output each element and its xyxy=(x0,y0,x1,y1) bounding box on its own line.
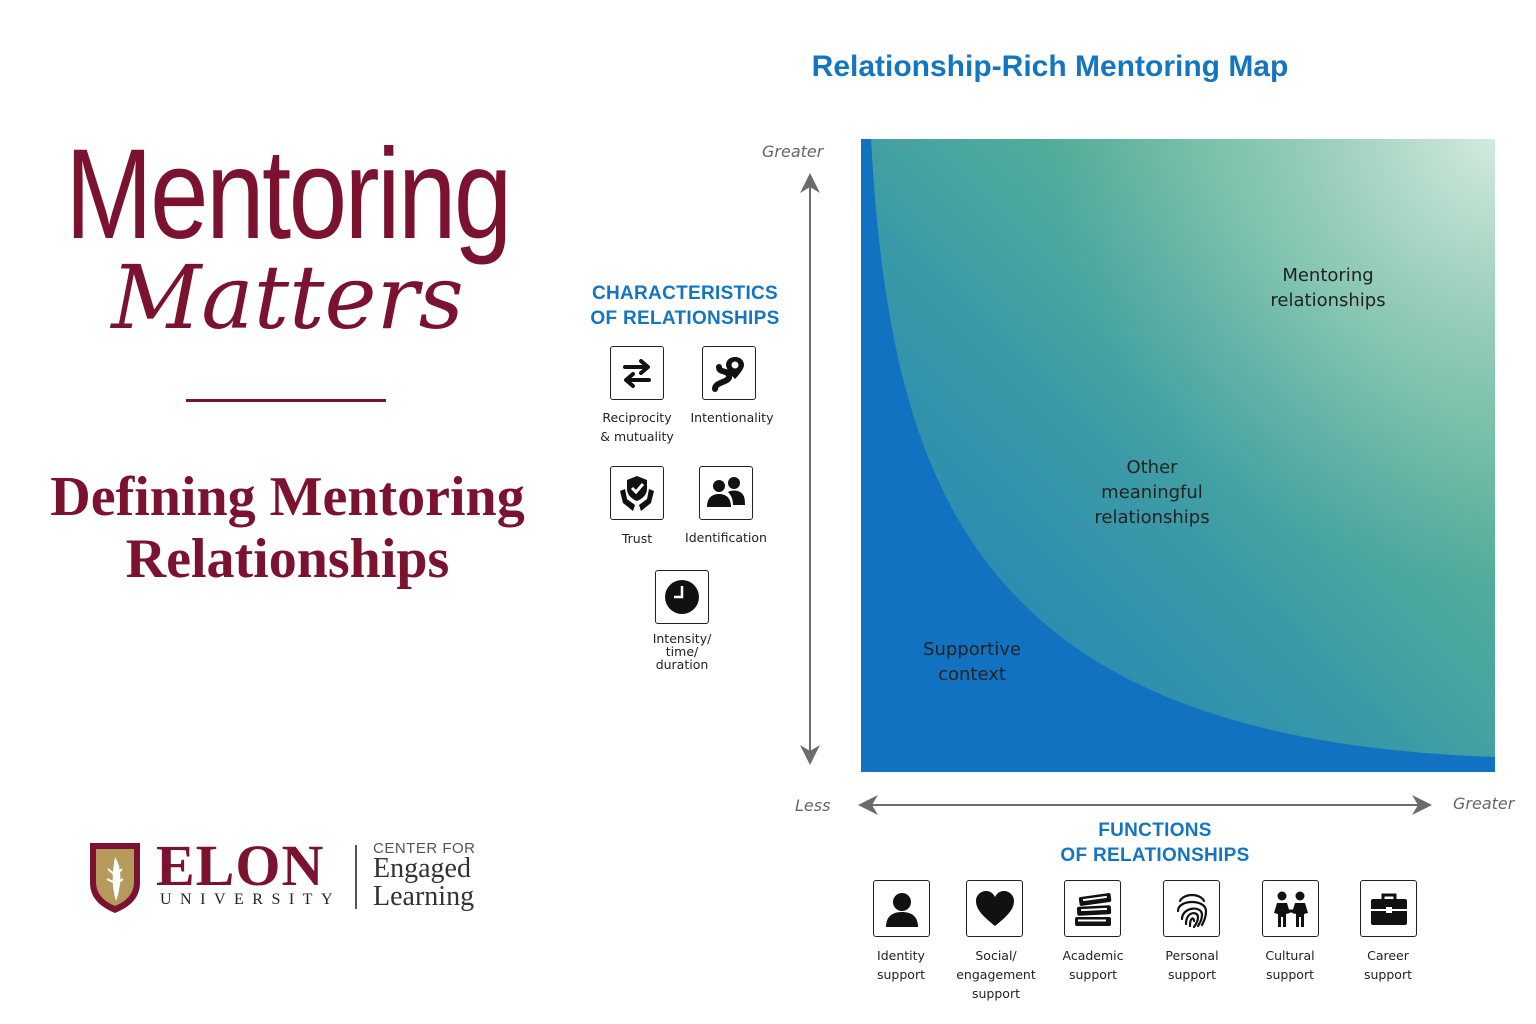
trust-label: Trust xyxy=(587,529,687,548)
subtitle-line-1: Defining Mentoring xyxy=(50,466,525,528)
logo-divider xyxy=(355,845,357,909)
person-icon xyxy=(873,880,930,937)
icon-label-line: Personal xyxy=(1165,948,1219,963)
y-axis-greater-label: Greater xyxy=(762,142,824,161)
intensity-label: Intensity/ time/ duration xyxy=(632,632,732,671)
identification-label: Identification xyxy=(676,528,776,547)
region-label-line: Mentoring xyxy=(1282,265,1374,286)
intentionality-label: Intentionality xyxy=(680,408,784,427)
heading-line: OF RELATIONSHIPS xyxy=(590,308,780,329)
icon-label-line: Trust xyxy=(621,531,653,546)
icon-label-line: Career xyxy=(1367,948,1409,963)
map-gradient-curve xyxy=(861,139,1495,772)
logo-engaged: Engaged xyxy=(373,853,471,884)
region-other-meaningful: Other meaningful relationships xyxy=(1072,455,1232,530)
subtitle-line-2: Relationships xyxy=(125,528,450,590)
icon-label-line: Intentionality xyxy=(690,410,774,425)
icon-label-line: Identity xyxy=(877,948,925,963)
region-label-line: Other xyxy=(1126,457,1178,478)
icon-label-line: support xyxy=(1168,967,1216,982)
region-mentoring-relationships: Mentoring relationships xyxy=(1248,263,1408,313)
icon-label-line: time/ xyxy=(665,644,699,659)
map-title: Relationship-Rich Mentoring Map xyxy=(811,50,1289,83)
icon-label-line: Academic xyxy=(1062,948,1124,963)
title-matters: Matters xyxy=(111,246,464,349)
identity-support-label: Identity support xyxy=(851,946,951,984)
location-path-icon xyxy=(702,346,756,400)
people-icon xyxy=(699,466,753,520)
icon-label-line: support xyxy=(1266,967,1314,982)
shield-hands-icon xyxy=(610,466,664,520)
region-label-line: relationships xyxy=(1270,290,1386,311)
elon-wordmark: ELON xyxy=(156,833,325,898)
two-people-icon xyxy=(1262,880,1319,937)
title-divider xyxy=(186,399,386,402)
logo-learning: Learning xyxy=(373,881,475,912)
icon-label-line: support xyxy=(1364,967,1412,982)
elon-university-text: UNIVERSITY xyxy=(160,891,341,908)
title-mentoring: Mentoring xyxy=(65,123,512,266)
icon-label-line: engagement xyxy=(956,967,1036,982)
heading-line: OF RELATIONSHIPS xyxy=(1060,845,1250,866)
region-label-line: meaningful xyxy=(1101,482,1203,503)
y-axis-arrow xyxy=(800,173,820,765)
icon-label-line: support xyxy=(877,967,925,982)
heart-icon xyxy=(966,880,1023,937)
characteristics-heading: CHARACTERISTICS OF RELATIONSHIPS xyxy=(580,281,790,331)
heading-line: FUNCTIONS xyxy=(1098,820,1212,841)
cultural-support-label: Cultural support xyxy=(1240,946,1340,984)
briefcase-icon xyxy=(1360,880,1417,937)
logo-center-for: CENTER FOR xyxy=(373,840,476,857)
region-label-line: relationships xyxy=(1094,507,1210,528)
icon-label-line: Cultural xyxy=(1265,948,1315,963)
icon-label-line: duration xyxy=(655,657,709,672)
elon-logo: ELON UNIVERSITY CENTER FOR Engaged Learn… xyxy=(88,835,508,925)
x-axis-less-label: Less xyxy=(795,796,831,815)
icon-label-line: Social/ xyxy=(975,948,1017,963)
heading-line: CHARACTERISTICS xyxy=(591,283,779,304)
region-supportive-context: Supportive context xyxy=(892,637,1052,687)
clock-icon xyxy=(655,570,709,624)
icon-label-line: support xyxy=(972,986,1020,1001)
academic-support-label: Academic support xyxy=(1042,946,1144,984)
map-quadrant xyxy=(861,139,1495,772)
icon-label-line: support xyxy=(1069,967,1117,982)
fingerprint-icon xyxy=(1163,880,1220,937)
x-axis-greater-label: Greater xyxy=(1453,794,1515,813)
subtitle: Defining Mentoring Relationships xyxy=(0,466,575,590)
books-icon xyxy=(1064,880,1121,937)
icon-label-line: Identification xyxy=(685,530,767,545)
career-support-label: Career support xyxy=(1338,946,1438,984)
icon-label-line: Reciprocity xyxy=(602,410,672,425)
elon-shield-icon xyxy=(90,843,140,913)
icon-label-line: Intensity/ xyxy=(652,631,712,646)
region-label-line: context xyxy=(938,664,1006,685)
reciprocity-label: Reciprocity & mutuality xyxy=(587,408,687,446)
social-support-label: Social/ engagement support xyxy=(944,946,1048,1003)
x-axis-arrow xyxy=(858,795,1432,815)
icon-label-line: & mutuality xyxy=(600,429,674,444)
personal-support-label: Personal support xyxy=(1141,946,1243,984)
region-label-line: Supportive xyxy=(923,639,1021,660)
arrows-exchange-icon xyxy=(610,346,664,400)
functions-heading: FUNCTIONS OF RELATIONSHIPS xyxy=(1040,818,1270,868)
